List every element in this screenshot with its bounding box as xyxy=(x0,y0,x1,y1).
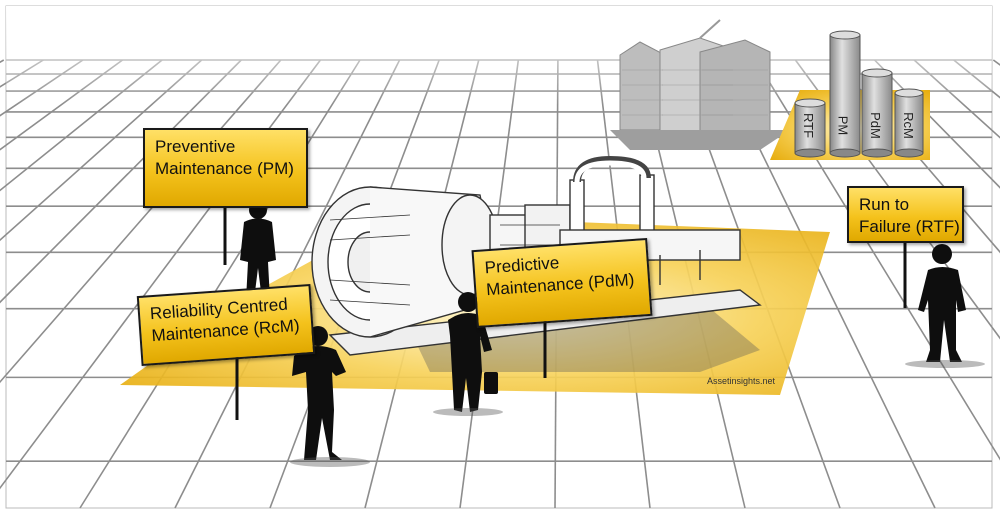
cylinder-label-rtf: RTF xyxy=(801,112,817,139)
silhouettes xyxy=(240,201,985,467)
sign-reliability-centred-maintenance: Reliability Centred Maintenance (RcM) xyxy=(136,284,316,366)
sign-preventive-maintenance: Preventive Maintenance (PM) xyxy=(143,128,308,208)
sign-predictive-maintenance: Predictive Maintenance (PdM) xyxy=(471,237,653,329)
machine-shadow xyxy=(410,300,760,372)
person-pdm xyxy=(448,292,498,412)
grid-line xyxy=(874,59,1000,189)
grid-line xyxy=(992,59,1000,66)
person-rtf xyxy=(918,244,966,362)
grid-line xyxy=(79,59,361,509)
cylinder-label-pm: PM xyxy=(835,115,851,136)
sign-pm-line-2: Maintenance (PM) xyxy=(155,159,294,178)
cylinder-group xyxy=(794,30,924,158)
grid-line xyxy=(0,59,5,64)
sign-rtf-line-1: Run to xyxy=(859,195,910,214)
cylinder-label-pdm: PdM xyxy=(867,112,883,139)
grid-line xyxy=(0,59,163,192)
sign-rtf-line-2: Failure (RTF) xyxy=(859,217,960,236)
sign-pm-line-1: Preventive xyxy=(155,137,236,156)
grid-line xyxy=(913,59,1000,139)
cylinder-label-rcm: RcM xyxy=(900,112,916,139)
grid-fade xyxy=(6,6,992,106)
sign-run-to-failure: Run to Failure (RTF) xyxy=(847,186,964,243)
grid-line xyxy=(0,59,123,151)
sign-posts xyxy=(223,207,907,420)
grid-line xyxy=(0,59,203,242)
office-building xyxy=(610,19,790,150)
watermark: Assetinsights.net xyxy=(707,376,776,386)
